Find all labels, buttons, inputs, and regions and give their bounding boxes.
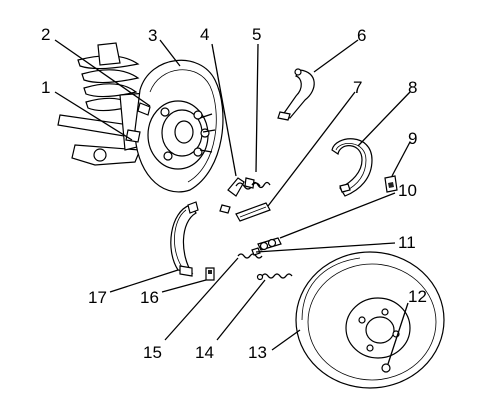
- park-brake-lever: [277, 68, 315, 121]
- strut-bar: [235, 202, 271, 222]
- hold-down-clip: [384, 175, 398, 193]
- leader-lines: [54, 39, 411, 365]
- brake-shoe-right: [331, 138, 373, 197]
- brake-shoe-left: [170, 201, 199, 277]
- callout-15: 15: [143, 343, 162, 362]
- callout-7: 7: [353, 78, 362, 97]
- callout-8: 8: [408, 78, 417, 97]
- callout-16: 16: [140, 288, 159, 307]
- wheel-hub: [125, 100, 216, 170]
- callout-3: 3: [148, 26, 157, 45]
- return-spring: [256, 273, 293, 281]
- callout-6: 6: [357, 26, 366, 45]
- callout-12: 12: [408, 287, 427, 306]
- hold-down-pin: [205, 267, 215, 281]
- callout-4: 4: [200, 25, 209, 44]
- callout-5: 5: [252, 25, 261, 44]
- callout-1: 1: [41, 78, 50, 97]
- adjuster-screw: [237, 237, 282, 259]
- adjuster-springs: [219, 177, 271, 214]
- rotor-bolt: [381, 363, 391, 373]
- callout-17: 17: [88, 288, 107, 307]
- callout-11: 11: [398, 233, 416, 252]
- callout-2: 2: [41, 25, 50, 44]
- callout-labels: 2 1 3 4 5 6 7 8 9 10 11 12 13 14 15 16 1…: [41, 25, 427, 362]
- brake-rotor: [295, 251, 445, 389]
- callout-9: 9: [408, 129, 417, 148]
- callout-10: 10: [398, 181, 417, 200]
- callout-14: 14: [195, 343, 214, 362]
- callout-13: 13: [248, 343, 267, 362]
